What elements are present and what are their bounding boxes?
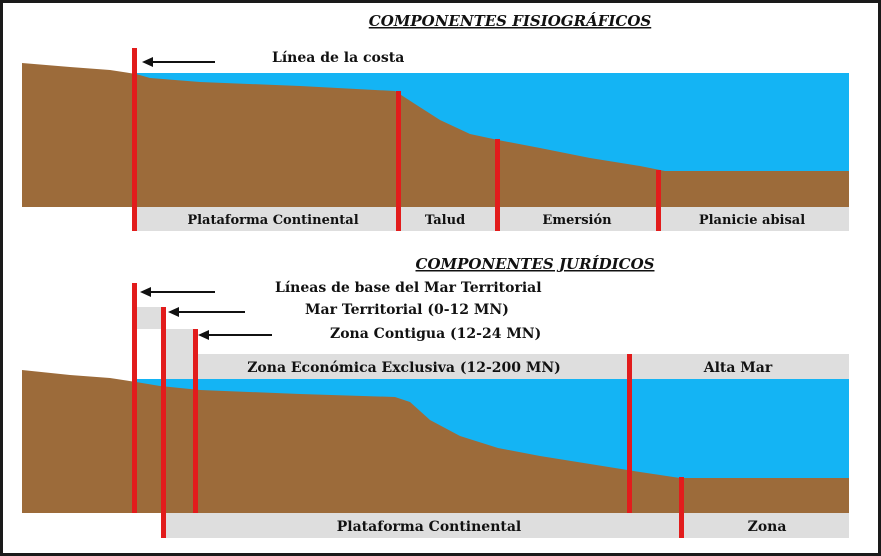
shelf-limit-marker [679, 477, 684, 538]
rise-plain-marker [656, 170, 661, 231]
slope-rise-marker [495, 139, 500, 231]
contiguous-limit-marker [193, 329, 198, 513]
high-seas-label: Alta Mar [703, 360, 773, 376]
top-zone-rise: Emersión [542, 213, 612, 228]
coastline-arrow-head [142, 57, 153, 67]
eez-band [165, 354, 849, 379]
coastline-marker [132, 48, 137, 231]
contiguous-arrow-head [198, 330, 209, 340]
top-land [22, 63, 849, 207]
bottom-land [22, 370, 849, 513]
contiguous-step [165, 329, 195, 354]
legal-title: COMPONENTES JURÍDICOS [416, 255, 655, 273]
baseline-label: Líneas de base del Mar Territorial [275, 280, 542, 296]
baseline-marker [132, 283, 137, 513]
top-zone-continental-shelf: Plataforma Continental [187, 213, 358, 228]
top-zone-slope: Talud [425, 213, 465, 228]
lower-band [165, 513, 849, 538]
territorial-step [136, 307, 165, 329]
lower-continental-shelf-label: Plataforma Continental [337, 519, 522, 535]
top-zone-abyssal-plain: Planicie abisal [699, 213, 805, 228]
baseline-arrow-head [140, 287, 151, 297]
eez-limit-marker [627, 354, 632, 513]
territorial-limit-marker [161, 307, 166, 538]
top-zone-band [136, 207, 849, 231]
territorial-sea-label: Mar Territorial (0-12 MN) [305, 302, 509, 318]
physiographic-title: COMPONENTES FISIOGRÁFICOS [369, 12, 652, 30]
territorial-arrow-head [168, 307, 179, 317]
contiguous-zone-label: Zona Contigua (12-24 MN) [330, 326, 541, 342]
lower-zone-label: Zona [748, 519, 787, 535]
eez-label: Zona Económica Exclusiva (12-200 MN) [247, 360, 561, 376]
coastline-label: Línea de la costa [272, 50, 404, 66]
shelf-slope-marker [396, 91, 401, 231]
